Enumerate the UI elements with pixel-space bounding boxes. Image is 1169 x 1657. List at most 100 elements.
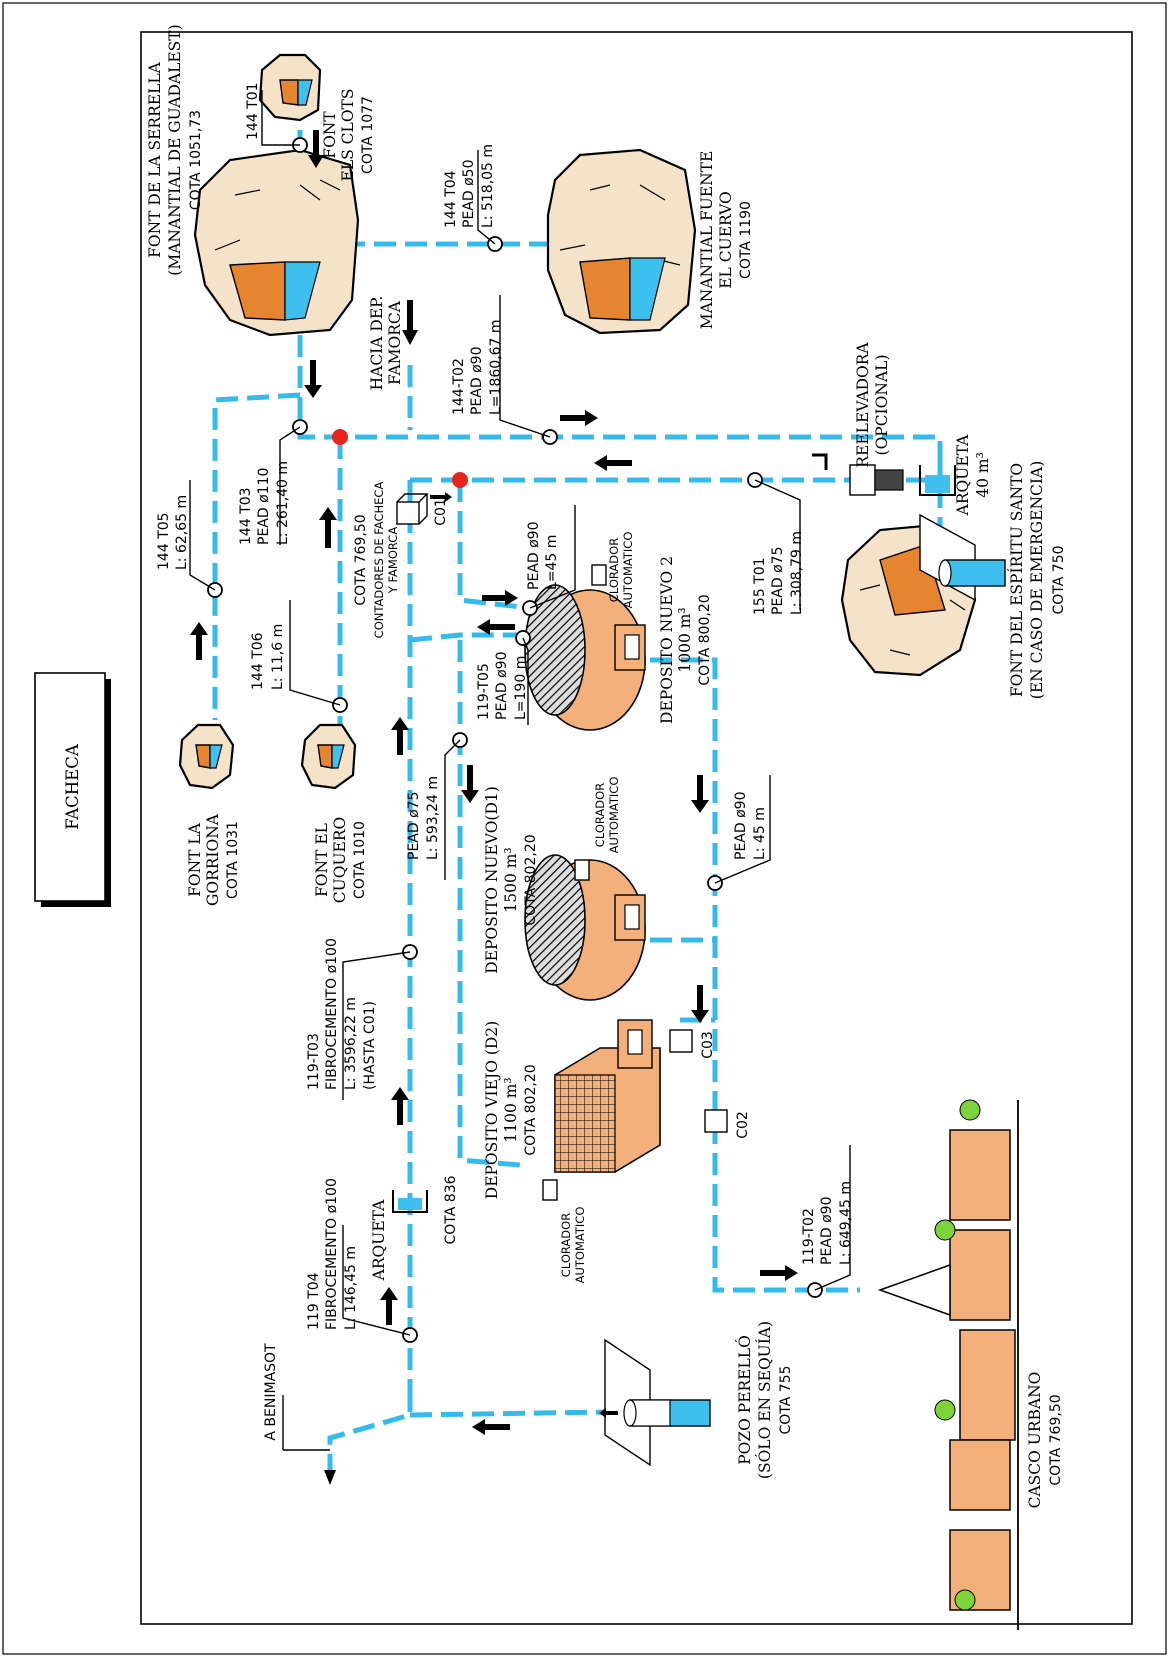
- svg-text:L=45 m: L=45 m: [544, 535, 560, 590]
- svg-text:C01: C01: [433, 498, 449, 526]
- svg-text:(OPCIONAL): (OPCIONAL): [873, 355, 891, 456]
- svg-text:1000 m³: 1000 m³: [676, 607, 694, 672]
- svg-text:COTA 800,20: COTA 800,20: [697, 594, 713, 685]
- svg-text:COTA 755: COTA 755: [778, 1365, 794, 1434]
- svg-text:L: 3596,22 m: L: 3596,22 m: [343, 997, 359, 1090]
- svg-text:144 T06: 144 T06: [250, 632, 266, 690]
- svg-text:144-T02: 144-T02: [451, 358, 467, 415]
- svg-text:DEPOSITO NUEVO(D1): DEPOSITO NUEVO(D1): [483, 786, 501, 974]
- font-espiritu-santo: FONT DEL ESPÍRITU SANTO (EN CASO DE EMER…: [840, 461, 1067, 699]
- svg-text:PEAD ø110: PEAD ø110: [256, 468, 272, 545]
- arqueta-836: ARQUETA COTA 836: [370, 1175, 459, 1281]
- deposito-nuevo-1: CLORADOR AUTOMATICO DEPOSITO NUEVO(D1) 1…: [483, 777, 646, 1001]
- svg-text:COTA 750: COTA 750: [1051, 545, 1067, 614]
- svg-text:CONTADORES DE FACHECA: CONTADORES DE FACHECA: [372, 482, 386, 639]
- svg-text:CLORADOR: CLORADOR: [593, 783, 607, 847]
- font-el-cuquero: FONT EL CUQUERO COTA 1010: [300, 723, 368, 903]
- pipe-label-144-t06: 144 T06 L: 11,6 m: [250, 600, 348, 713]
- svg-text:FONT EL: FONT EL: [313, 823, 331, 897]
- pipe-label-pead90-45b: PEAD ø90 L: 45 m: [707, 775, 771, 891]
- svg-text:CLORADOR: CLORADOR: [559, 1213, 573, 1277]
- svg-text:L: 146,45 m: L: 146,45 m: [343, 1246, 359, 1330]
- svg-text:L=1860,67 m: L=1860,67 m: [488, 319, 504, 415]
- svg-text:COTA 1051,73: COTA 1051,73: [188, 110, 204, 210]
- svg-text:L: 593,24 m: L: 593,24 m: [425, 776, 441, 860]
- svg-text:1500 m³: 1500 m³: [502, 847, 520, 912]
- svg-text:CASCO URBANO: CASCO URBANO: [1026, 1372, 1044, 1509]
- svg-text:(MANANTIAL DE GUADALEST): (MANANTIAL DE GUADALEST): [166, 24, 184, 275]
- svg-text:EL CUERVO: EL CUERVO: [717, 191, 735, 289]
- svg-text:(HASTA C01): (HASTA C01): [362, 1001, 378, 1090]
- svg-text:155 T01: 155 T01: [752, 557, 768, 615]
- pipe-label-144-t01: 144 T01: [245, 82, 308, 153]
- svg-text:PEAD ø90: PEAD ø90: [494, 652, 510, 720]
- svg-text:FAMORCA: FAMORCA: [386, 300, 404, 385]
- svg-text:COTA 1010: COTA 1010: [352, 821, 368, 899]
- valve-1: [332, 429, 348, 445]
- svg-text:PEAD ø75: PEAD ø75: [770, 547, 786, 615]
- svg-text:COTA 769,50: COTA 769,50: [353, 514, 369, 605]
- svg-text:COTA 1190: COTA 1190: [738, 201, 754, 279]
- svg-text:FIBROCEMENTO ø100: FIBROCEMENTO ø100: [324, 1178, 340, 1330]
- svg-text:L: 62,65 m: L: 62,65 m: [174, 495, 190, 570]
- svg-text:L: 649,45 m: L: 649,45 m: [838, 1181, 854, 1265]
- svg-text:ARQUETA: ARQUETA: [370, 1199, 388, 1281]
- pipe-label-155-t01: 155 T01 PEAD ø75 L: 308,79 m: [747, 472, 805, 615]
- svg-text:HACIA DEP.: HACIA DEP.: [368, 296, 386, 391]
- font-la-serrella: FONT DE LA SERRELLA (MANANTIAL DE GUADAL…: [146, 24, 360, 337]
- svg-text:119-T03: 119-T03: [306, 1033, 322, 1090]
- svg-text:144 T03: 144 T03: [238, 487, 254, 545]
- deposito-nuevo-2: CLORADOR AUTOMATICO DEPOSITO NUEVO 2 100…: [524, 532, 713, 731]
- svg-text:COTA 802,20: COTA 802,20: [523, 834, 539, 925]
- casco-urbano: CASCO URBANO COTA 769,50: [877, 1099, 1064, 1630]
- svg-text:PEAD ø50: PEAD ø50: [461, 160, 477, 228]
- svg-text:L: 518,05 m: L: 518,05 m: [480, 144, 496, 228]
- svg-text:L: 261,40 m: L: 261,40 m: [275, 461, 291, 545]
- svg-text:PEAD ø90: PEAD ø90: [733, 792, 749, 860]
- svg-text:PEAD ø75: PEAD ø75: [406, 792, 422, 860]
- pipe-label-144-t02: 144-T02 PEAD ø90 L=1860,67 m: [451, 295, 558, 445]
- svg-text:L: 308,79 m: L: 308,79 m: [789, 531, 805, 615]
- svg-text:COTA 1031: COTA 1031: [225, 821, 241, 899]
- svg-text:FIBROCEMENTO ø100: FIBROCEMENTO ø100: [324, 938, 340, 1090]
- valve-2: [452, 472, 468, 488]
- svg-text:L: 45 m: L: 45 m: [752, 807, 768, 860]
- counter-c02: C02: [704, 1109, 751, 1139]
- svg-text:COTA 769,50: COTA 769,50: [1048, 1394, 1064, 1485]
- svg-text:PEAD ø90: PEAD ø90: [819, 1197, 835, 1265]
- font-els-clots: FONT ELS CLOTS COTA 1077: [258, 53, 376, 182]
- svg-text:POZO PERELLÓ: POZO PERELLÓ: [736, 1335, 754, 1465]
- pipe-label-119-t04: 119 T04 FIBROCEMENTO ø100 L: 146,45 m: [306, 1178, 418, 1343]
- svg-text:(EN CASO DE EMERGENCIA): (EN CASO DE EMERGENCIA): [1028, 461, 1046, 699]
- reelevadora: REELEVADORA (OPCIONAL): [812, 342, 904, 496]
- svg-text:PEAD ø90: PEAD ø90: [526, 522, 542, 590]
- pipe-label-144-t05: 144 T05 L: 62,65 m: [156, 480, 223, 598]
- svg-text:MANANTIAL FUENTE: MANANTIAL FUENTE: [698, 151, 716, 330]
- svg-text:119-T02: 119-T02: [801, 1208, 817, 1265]
- arqueta-40: ARQUETA 40 m³: [919, 434, 992, 516]
- pipe-label-144-t04: 144 T04 PEAD ø50 L: 518,05 m: [443, 144, 503, 252]
- svg-text:ARQUETA: ARQUETA: [954, 434, 972, 516]
- svg-text:GORRIONA: GORRIONA: [204, 813, 222, 906]
- page-title: FACHECA: [63, 743, 82, 830]
- svg-text:1100 m³: 1100 m³: [502, 1077, 520, 1142]
- title-box: FACHECA: [34, 672, 111, 907]
- font-la-gorriona: FONT LA GORRIONA COTA 1031: [178, 723, 241, 906]
- inner-frame: [140, 31, 1133, 1625]
- svg-text:C02: C02: [735, 1111, 751, 1139]
- manantial-fuente-el-cuervo: MANANTIAL FUENTE EL CUERVO COTA 1190: [546, 148, 754, 335]
- svg-text:119-T05: 119-T05: [476, 663, 492, 720]
- svg-text:ELS CLOTS: ELS CLOTS: [339, 89, 357, 182]
- svg-text:AUTOMATICO: AUTOMATICO: [621, 532, 635, 609]
- svg-text:AUTOMATICO: AUTOMATICO: [607, 777, 621, 854]
- svg-text:FONT DE LA SERRELLA: FONT DE LA SERRELLA: [146, 61, 164, 258]
- svg-text:CLORADOR: CLORADOR: [607, 538, 621, 602]
- counter-c03: C03: [669, 1029, 716, 1059]
- pipe-label-pead75: PEAD ø75 L: 593,24 m: [406, 732, 468, 880]
- svg-text:40 m³: 40 m³: [974, 452, 992, 498]
- svg-text:(SÓLO EN SEQUÍA): (SÓLO EN SEQUÍA): [756, 1321, 774, 1479]
- svg-text:DEPOSITO VIEJO (D2): DEPOSITO VIEJO (D2): [483, 1021, 501, 1199]
- svg-text:FONT: FONT: [321, 111, 339, 159]
